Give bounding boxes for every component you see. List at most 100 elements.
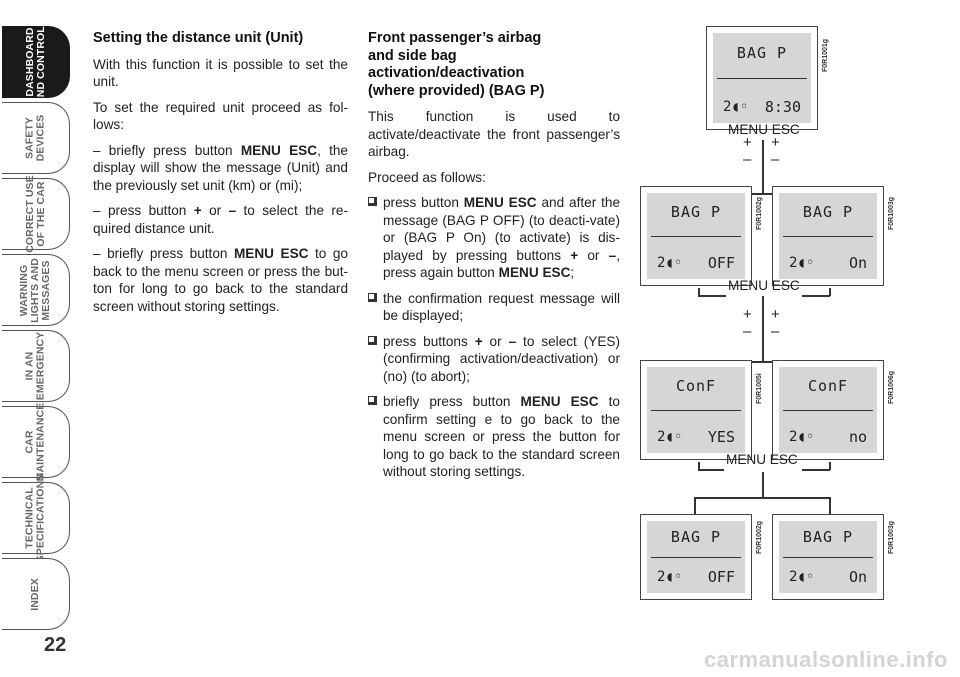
lcd-divider: [783, 410, 873, 411]
plus-symbol: +: [743, 134, 752, 151]
passenger-airbag-icon: 2◖◦: [657, 569, 683, 585]
figure-code: F0R1002g: [756, 196, 763, 230]
lcd-display-conf-no: ConF 2◖◦ no: [772, 360, 884, 460]
list-item: press buttons + or – to select (YES) (co…: [368, 333, 620, 386]
connector-line: [694, 193, 830, 195]
paragraph: – press button + or – to select the re-q…: [93, 203, 349, 236]
connector-line: [694, 361, 830, 363]
lcd-line1: ConF: [807, 377, 849, 396]
menu-esc-label: MENU ESC: [728, 278, 800, 293]
menu-esc-label: MENU ESC: [726, 452, 798, 467]
passenger-airbag-icon: 2◖◦: [657, 255, 683, 271]
connector-line: [829, 288, 831, 296]
lcd-divider: [651, 410, 741, 411]
lcd-value: no: [848, 428, 867, 446]
lcd-line1: BAG P: [670, 203, 722, 222]
plus-symbol: +: [771, 134, 780, 151]
minus-symbol: –: [743, 151, 752, 168]
lcd-line1: ConF: [675, 377, 717, 396]
connector-line: [829, 497, 831, 517]
menu-esc-label: MENU ESC: [728, 122, 800, 137]
connector-line: [762, 472, 764, 498]
figure-code: F0R1005i: [756, 373, 763, 404]
plus-symbol: +: [771, 306, 780, 323]
figure-code: F0R1006g: [888, 370, 895, 404]
passenger-airbag-icon: 2◖◦: [789, 429, 815, 445]
paragraph: This function is used to activate/deacti…: [368, 109, 620, 159]
minus-symbol: –: [771, 151, 780, 168]
lcd-value: 8:30: [764, 98, 801, 116]
tab-dashboard-and-controls[interactable]: DASHBOARD AND CONTROLS: [2, 19, 70, 105]
lcd-line1: BAG P: [736, 44, 788, 63]
bullet-box-icon: [368, 292, 377, 302]
list-item: the confirmation request message will be…: [368, 290, 620, 325]
connector-line: [694, 497, 830, 499]
lcd-value: On: [848, 568, 867, 586]
bullet-box-icon: [368, 197, 377, 206]
connector-line: [802, 469, 830, 471]
unit-setting-section: Setting the distance unit (Unit) With th…: [93, 30, 348, 323]
tab-label: SAFETY DEVICES: [23, 114, 47, 162]
list-item: press button MENU ESC and after the mess…: [368, 194, 620, 282]
lcd-divider: [717, 78, 807, 79]
tab-label: WARNING LIGHTS AND MESSAGES: [18, 257, 52, 323]
figure-code: F0R1003g: [888, 196, 895, 230]
paragraph: Proceed as follows:: [368, 169, 486, 185]
bullet-box-icon: [368, 396, 377, 405]
section-heading: Setting the distance unit (Unit): [93, 30, 304, 46]
figure-code: F0R1001g: [822, 38, 829, 72]
section-heading: Front passenger’s airbag and side bag ac…: [368, 30, 545, 99]
connector-line: [698, 462, 700, 470]
tab-technical-specifications[interactable]: TECHNICAL SPECIFICATIONS: [2, 474, 70, 562]
lcd-display-bag-on: BAG P 2◖◦On: [772, 186, 884, 286]
connector-line: [698, 295, 726, 297]
figure-code: F0R1003g: [888, 520, 895, 554]
watermark: carmanualsonline.info: [704, 647, 948, 672]
tab-label: CAR MAINTENANCE: [23, 402, 47, 482]
lcd-value: On: [848, 254, 867, 272]
lcd-line1: BAG P: [670, 528, 722, 547]
lcd-display-bag-off: BAG P 2◖◦ OFF: [640, 186, 752, 286]
plus-symbol: +: [743, 306, 752, 323]
tab-warning-lights[interactable]: WARNING LIGHTS AND MESSAGES: [2, 254, 70, 326]
passenger-airbag-icon: 2◖◦: [657, 429, 683, 445]
connector-line: [829, 462, 831, 470]
lcd-divider: [783, 236, 873, 237]
lcd-divider: [651, 557, 741, 558]
lcd-display-conf-yes: ConF 2◖◦ YES: [640, 360, 752, 460]
lcd-display-clock: BAG P 2◖◦ 8:30: [706, 26, 818, 130]
lcd-display-bag-off-result: BAG P 2◖◦ OFF: [640, 514, 752, 600]
minus-symbol: –: [771, 323, 780, 340]
airbag-menu-diagram: BAG P 2◖◦8:30 F0R1001g MENU ESC + – + – …: [630, 20, 930, 620]
passenger-airbag-icon: 2◖◦: [789, 569, 815, 585]
lcd-value: YES: [707, 428, 735, 446]
tab-correct-use[interactable]: CORRECT USE OF THE CAR: [2, 175, 70, 253]
connector-line: [802, 295, 830, 297]
paragraph: To set the required unit proceed as fol-…: [93, 99, 348, 133]
tab-index[interactable]: INDEX: [2, 558, 70, 630]
tab-car-maintenance[interactable]: CAR MAINTENANCE: [2, 403, 70, 481]
lcd-value: OFF: [707, 568, 735, 586]
lcd-divider: [783, 557, 873, 558]
paragraph: With this function it is possible to set…: [93, 56, 348, 90]
lcd-display-bag-on-result: BAG P 2◖◦On: [772, 514, 884, 600]
list-item: briefly press button MENU ESC to confirm…: [368, 393, 620, 481]
paragraph: – briefly press button MENU ESC to go ba…: [93, 246, 348, 314]
bullet-box-icon: [368, 335, 377, 345]
tab-label: DASHBOARD AND CONTROLS: [23, 19, 47, 105]
connector-line: [698, 288, 700, 296]
connector-line: [694, 497, 696, 517]
airbag-section: Front passenger’s airbag and side bag ac…: [368, 30, 620, 489]
tab-in-an-emergency[interactable]: IN AN EMERGENCY: [2, 330, 70, 402]
tab-label: TECHNICAL SPECIFICATIONS: [23, 473, 47, 563]
passenger-airbag-icon: 2◖◦: [723, 99, 749, 115]
tab-safety-devices[interactable]: SAFETY DEVICES: [2, 102, 70, 174]
page-number: 22: [44, 634, 67, 656]
lcd-value: OFF: [707, 254, 735, 272]
lcd-divider: [651, 236, 741, 237]
tab-label: INDEX: [29, 577, 41, 611]
paragraph: – briefly press button MENU ESC, the dis…: [93, 142, 348, 193]
figure-code: F0R1002g: [756, 520, 763, 554]
minus-symbol: –: [743, 323, 752, 340]
connector-line: [762, 140, 764, 194]
